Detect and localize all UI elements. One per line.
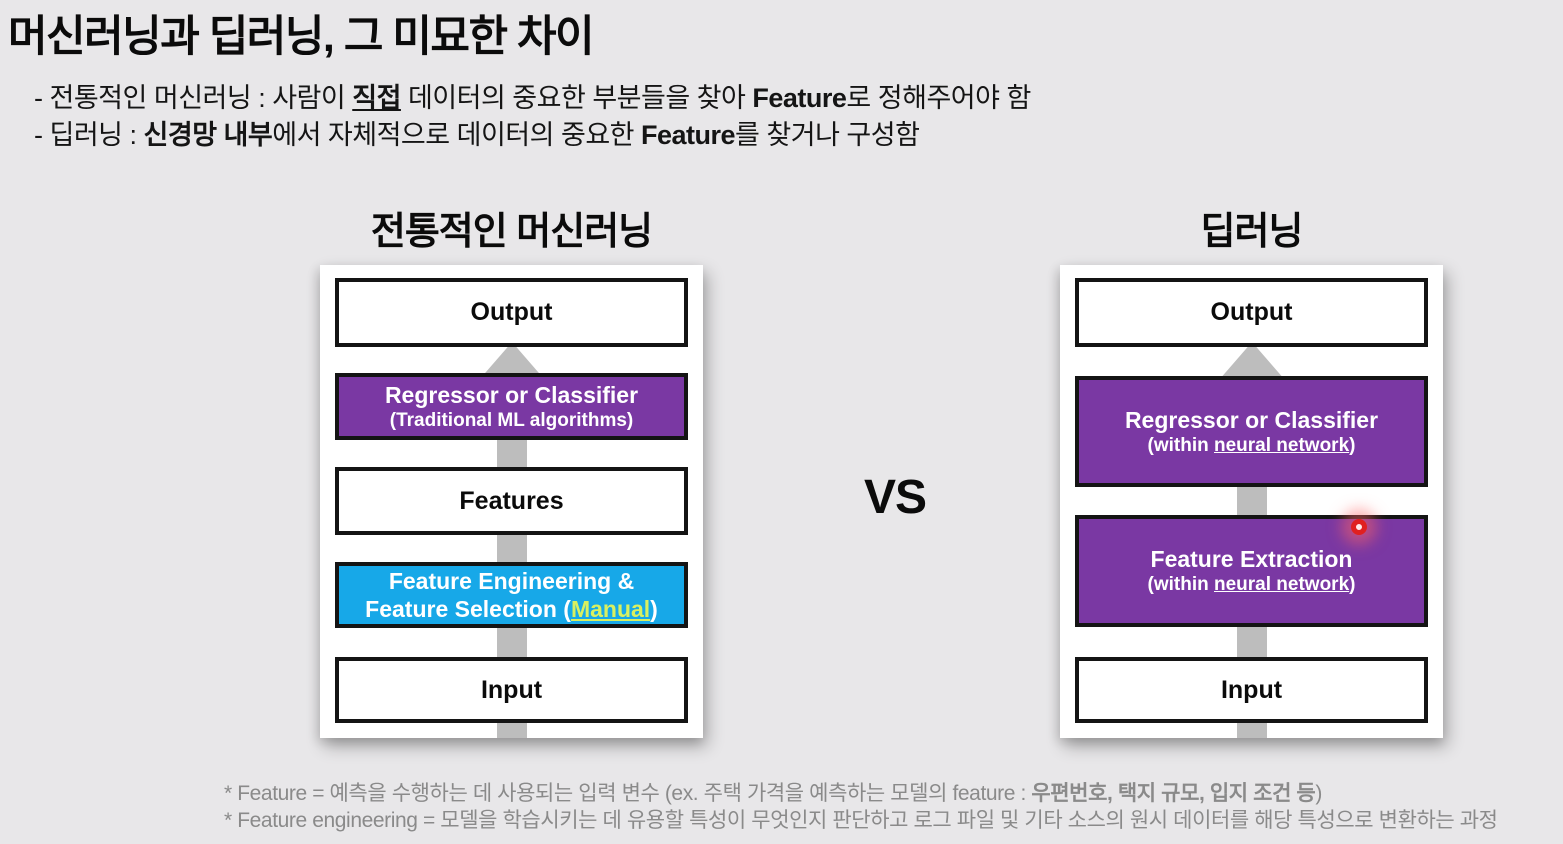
vs-label: VS: [863, 471, 927, 524]
deep-learning-heading: 딥러닝: [1200, 211, 1304, 253]
output-label: Output: [1210, 298, 1293, 326]
regressor-classifier-box: Regressor or Classifier (Traditional ML …: [335, 373, 688, 440]
deep-learning-diagram: Output Regressor or Classifier (within n…: [1060, 265, 1443, 738]
regressor-classifier-box: Regressor or Classifier (within neural n…: [1075, 376, 1428, 487]
input-label: Input: [480, 675, 543, 704]
feature-extraction-box: Feature Extraction (within neural networ…: [1075, 515, 1428, 627]
output-box: Output: [335, 278, 688, 347]
feature-extraction-sublabel: (within neural network): [1147, 574, 1356, 595]
click-indicator-icon: [1351, 519, 1367, 535]
regressor-classifier-label: Regressor or Classifier: [384, 381, 639, 408]
feature-extraction-label: Feature Extraction: [1150, 546, 1353, 572]
footnote-list: * Feature = 예측을 수행하는 데 사용되는 입력 변수 (ex. 주…: [224, 780, 1498, 834]
input-box: Input: [335, 657, 688, 723]
input-label: Input: [1220, 675, 1283, 704]
feature-selection-label: Feature Selection (Manual): [365, 596, 658, 622]
up-arrow-icon: [1219, 342, 1285, 380]
traditional-ml-heading: 전통적인 머신러닝: [370, 211, 653, 253]
features-label: Features: [459, 486, 564, 515]
feature-engineering-label: Feature Engineering &: [388, 568, 635, 594]
bullet-traditional-ml: - 전통적인 머신러닝 : 사람이 직접 데이터의 중요한 부분들을 찾아 Fe…: [34, 83, 1031, 113]
feature-engineering-box: Feature Engineering & Feature Selection …: [335, 562, 688, 628]
page-title: 머신러닝과 딥러닝, 그 미묘한 차이: [8, 13, 595, 61]
regressor-classifier-label: Regressor or Classifier: [1124, 406, 1379, 433]
bullet-list: - 전통적인 머신러닝 : 사람이 직접 데이터의 중요한 부분들을 찾아 Fe…: [34, 80, 1031, 154]
features-box: Features: [335, 467, 688, 535]
output-box: Output: [1075, 278, 1428, 347]
footnote-feature-engineering-definition: * Feature engineering = 모델을 학습시키는 데 유용할 …: [224, 809, 1498, 832]
regressor-classifier-sublabel: (Traditional ML algorithms): [389, 409, 634, 431]
footnote-feature-definition: * Feature = 예측을 수행하는 데 사용되는 입력 변수 (ex. 주…: [224, 782, 1322, 805]
output-label: Output: [470, 298, 553, 326]
input-box: Input: [1075, 657, 1428, 723]
bullet-deep-learning: - 딥러닝 : 신경망 내부에서 자체적으로 데이터의 중요한 Feature를…: [34, 120, 920, 150]
traditional-ml-diagram: Output Regressor or Classifier (Traditio…: [320, 265, 703, 738]
regressor-classifier-sublabel: (within neural network): [1147, 434, 1356, 456]
